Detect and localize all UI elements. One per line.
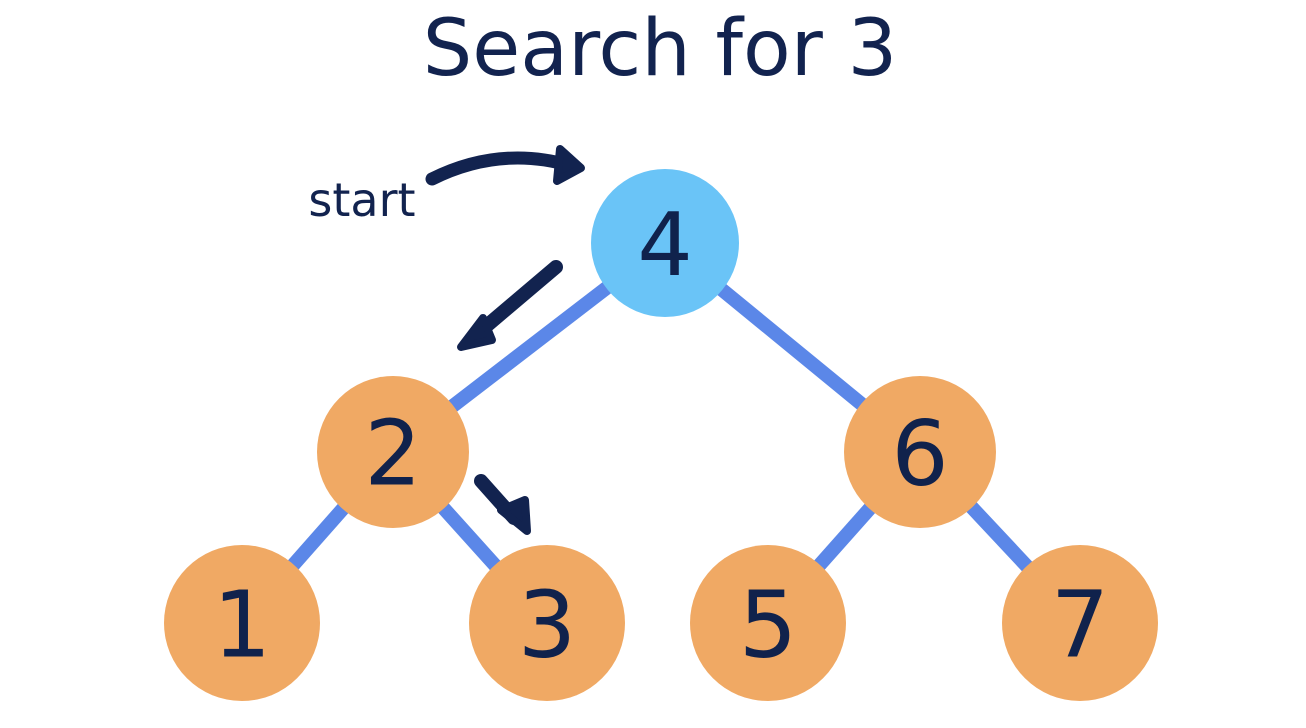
node-circle-6[interactable] bbox=[844, 376, 996, 528]
node-circle-2[interactable] bbox=[317, 376, 469, 528]
root-to-left-arrow-head bbox=[457, 314, 496, 351]
root-to-left-arrow-shaft bbox=[470, 260, 563, 341]
node-label-4: 4 bbox=[637, 194, 692, 296]
node-label-3: 3 bbox=[518, 572, 577, 679]
tree-node-5[interactable]: 5 bbox=[690, 545, 846, 701]
start-arrow bbox=[425, 145, 585, 186]
node-circle-1[interactable] bbox=[164, 545, 320, 701]
node-circle-4[interactable] bbox=[591, 169, 739, 317]
tree-node-6[interactable]: 6 bbox=[844, 376, 996, 528]
start-arrow-head bbox=[553, 145, 585, 185]
tree-node-1[interactable]: 1 bbox=[164, 545, 320, 701]
node-label-2: 2 bbox=[364, 402, 421, 507]
tree-node-3[interactable]: 3 bbox=[469, 545, 625, 701]
start-annotation-label: start bbox=[308, 173, 415, 227]
start-arrow-shaft bbox=[425, 151, 579, 186]
tree-node-7[interactable]: 7 bbox=[1002, 545, 1158, 701]
nodes-group: 4 2 6 1 3 5 7 bbox=[164, 169, 1158, 701]
page-title: Search for 3 bbox=[423, 4, 897, 94]
annotation-arrows-group bbox=[425, 145, 585, 535]
root-to-left-arrow bbox=[457, 260, 563, 351]
left-to-child-arrow bbox=[474, 474, 531, 535]
tree-node-2[interactable]: 2 bbox=[317, 376, 469, 528]
tree-node-4[interactable]: 4 bbox=[591, 169, 739, 317]
node-label-5: 5 bbox=[739, 572, 798, 679]
node-circle-3[interactable] bbox=[469, 545, 625, 701]
node-label-1: 1 bbox=[213, 572, 272, 679]
node-circle-5[interactable] bbox=[690, 545, 846, 701]
left-to-child-arrow-head bbox=[497, 496, 531, 535]
node-label-6: 6 bbox=[891, 402, 948, 507]
node-circle-7[interactable] bbox=[1002, 545, 1158, 701]
node-label-7: 7 bbox=[1051, 572, 1110, 679]
